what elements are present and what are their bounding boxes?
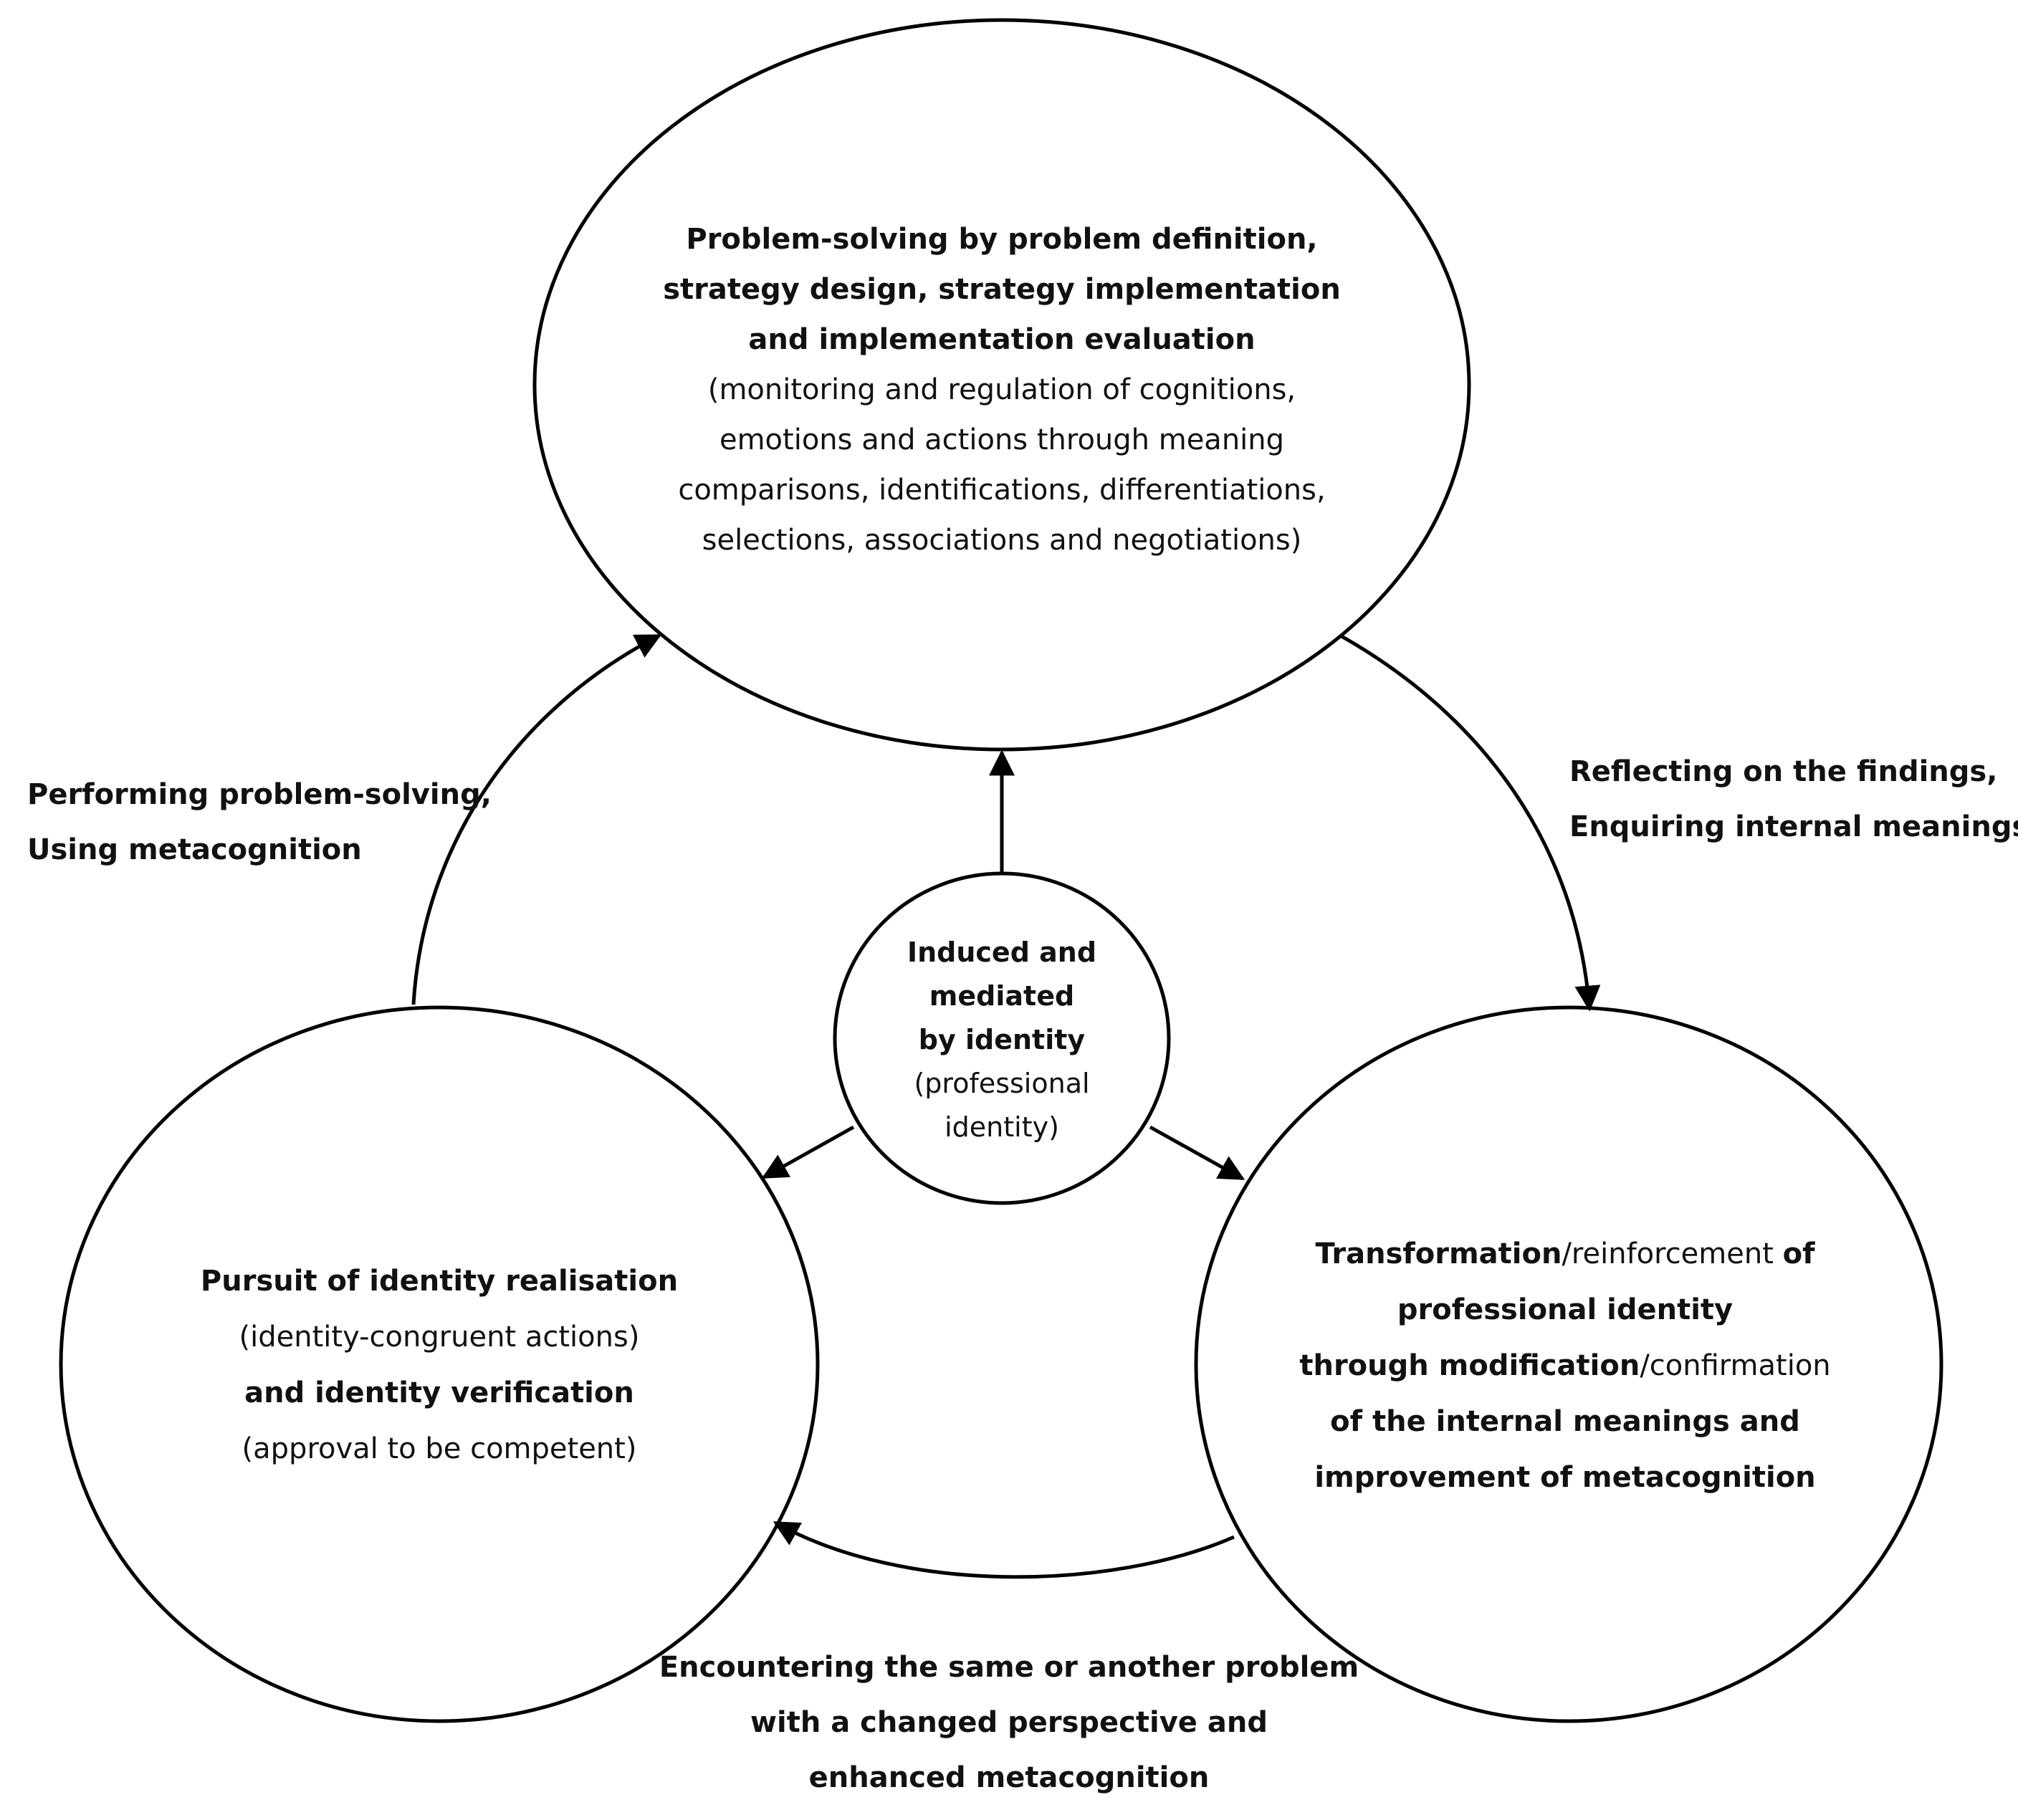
- top-node-line-5: emotions and actions through meaning: [719, 423, 1285, 456]
- center-node-line-5: identity): [945, 1111, 1059, 1143]
- left-node-line-3: and identity verification: [244, 1376, 634, 1409]
- right-node-line-3-normal: /confirmation: [1640, 1349, 1831, 1382]
- center-node-line-2: mediated: [929, 980, 1075, 1012]
- right-node-line-1-bold: Transformation: [1315, 1237, 1562, 1270]
- right-node-line-4: of the internal meanings and: [1330, 1405, 1800, 1438]
- right-node-circle: [1194, 1005, 1943, 1723]
- top-node-line-7: selections, associations and negotiation…: [702, 524, 1302, 557]
- left-node-circle: [59, 1005, 820, 1723]
- right-node-line-1-normal: /reinforcement: [1562, 1237, 1783, 1270]
- bottom-arrow-label-line-1: Encountering the same or another problem: [659, 1651, 1359, 1684]
- left-arrow-label-line-1: Performing problem-solving,: [27, 778, 492, 811]
- right-to-left-arrow: [773, 1520, 1235, 1579]
- top-node-ellipse: [532, 18, 1471, 752]
- center-to-right-arrow: [1149, 1125, 1245, 1181]
- top-node-bold-line-3: and implementation evaluation: [748, 323, 1256, 356]
- center-node-line-1: Induced and: [907, 937, 1097, 968]
- left-node-line-4: (approval to be competent): [242, 1432, 637, 1465]
- right-node-line-1: Transformation/reinforcement of: [1315, 1240, 1814, 1268]
- right-arrow-label-line-1: Reflecting on the findings,: [1569, 755, 1998, 788]
- right-node-line-2: professional identity: [1397, 1293, 1734, 1326]
- top-node-line-6: comparisons, identifications, differenti…: [678, 474, 1326, 507]
- left-arrow-label-line-2: Using metacognition: [27, 833, 362, 866]
- center-to-left-arrow: [761, 1125, 855, 1179]
- top-to-right-arrow: [1340, 634, 1601, 1012]
- right-node-line-3: through modification/confirmation: [1299, 1351, 1830, 1380]
- top-node-bold-line-1: Problem-solving by problem definition,: [686, 223, 1318, 256]
- left-node-line-1: Pursuit of identity realisation: [200, 1265, 679, 1298]
- left-node-line-2: (identity-congruent actions): [239, 1321, 640, 1354]
- right-node-line-1-bold-end: of: [1782, 1237, 1815, 1270]
- center-node-line-4: (professional: [914, 1068, 1090, 1099]
- center-node-line-3: by identity: [918, 1024, 1086, 1055]
- right-arrow-label-line-2: Enquiring internal meanings: [1569, 810, 2018, 843]
- bottom-arrow-label-line-2: with a changed perspective and: [750, 1706, 1268, 1739]
- top-node-line-4: (monitoring and regulation of cognitions…: [707, 373, 1296, 406]
- bottom-arrow-label-line-3: enhanced metacognition: [808, 1761, 1210, 1794]
- left-to-top-arrow: [411, 633, 662, 1005]
- top-node-bold-line-2: strategy design, strategy implementation: [663, 273, 1341, 306]
- right-node-line-5: improvement of metacognition: [1314, 1461, 1816, 1494]
- right-node-line-3-bold: through modification: [1299, 1349, 1640, 1382]
